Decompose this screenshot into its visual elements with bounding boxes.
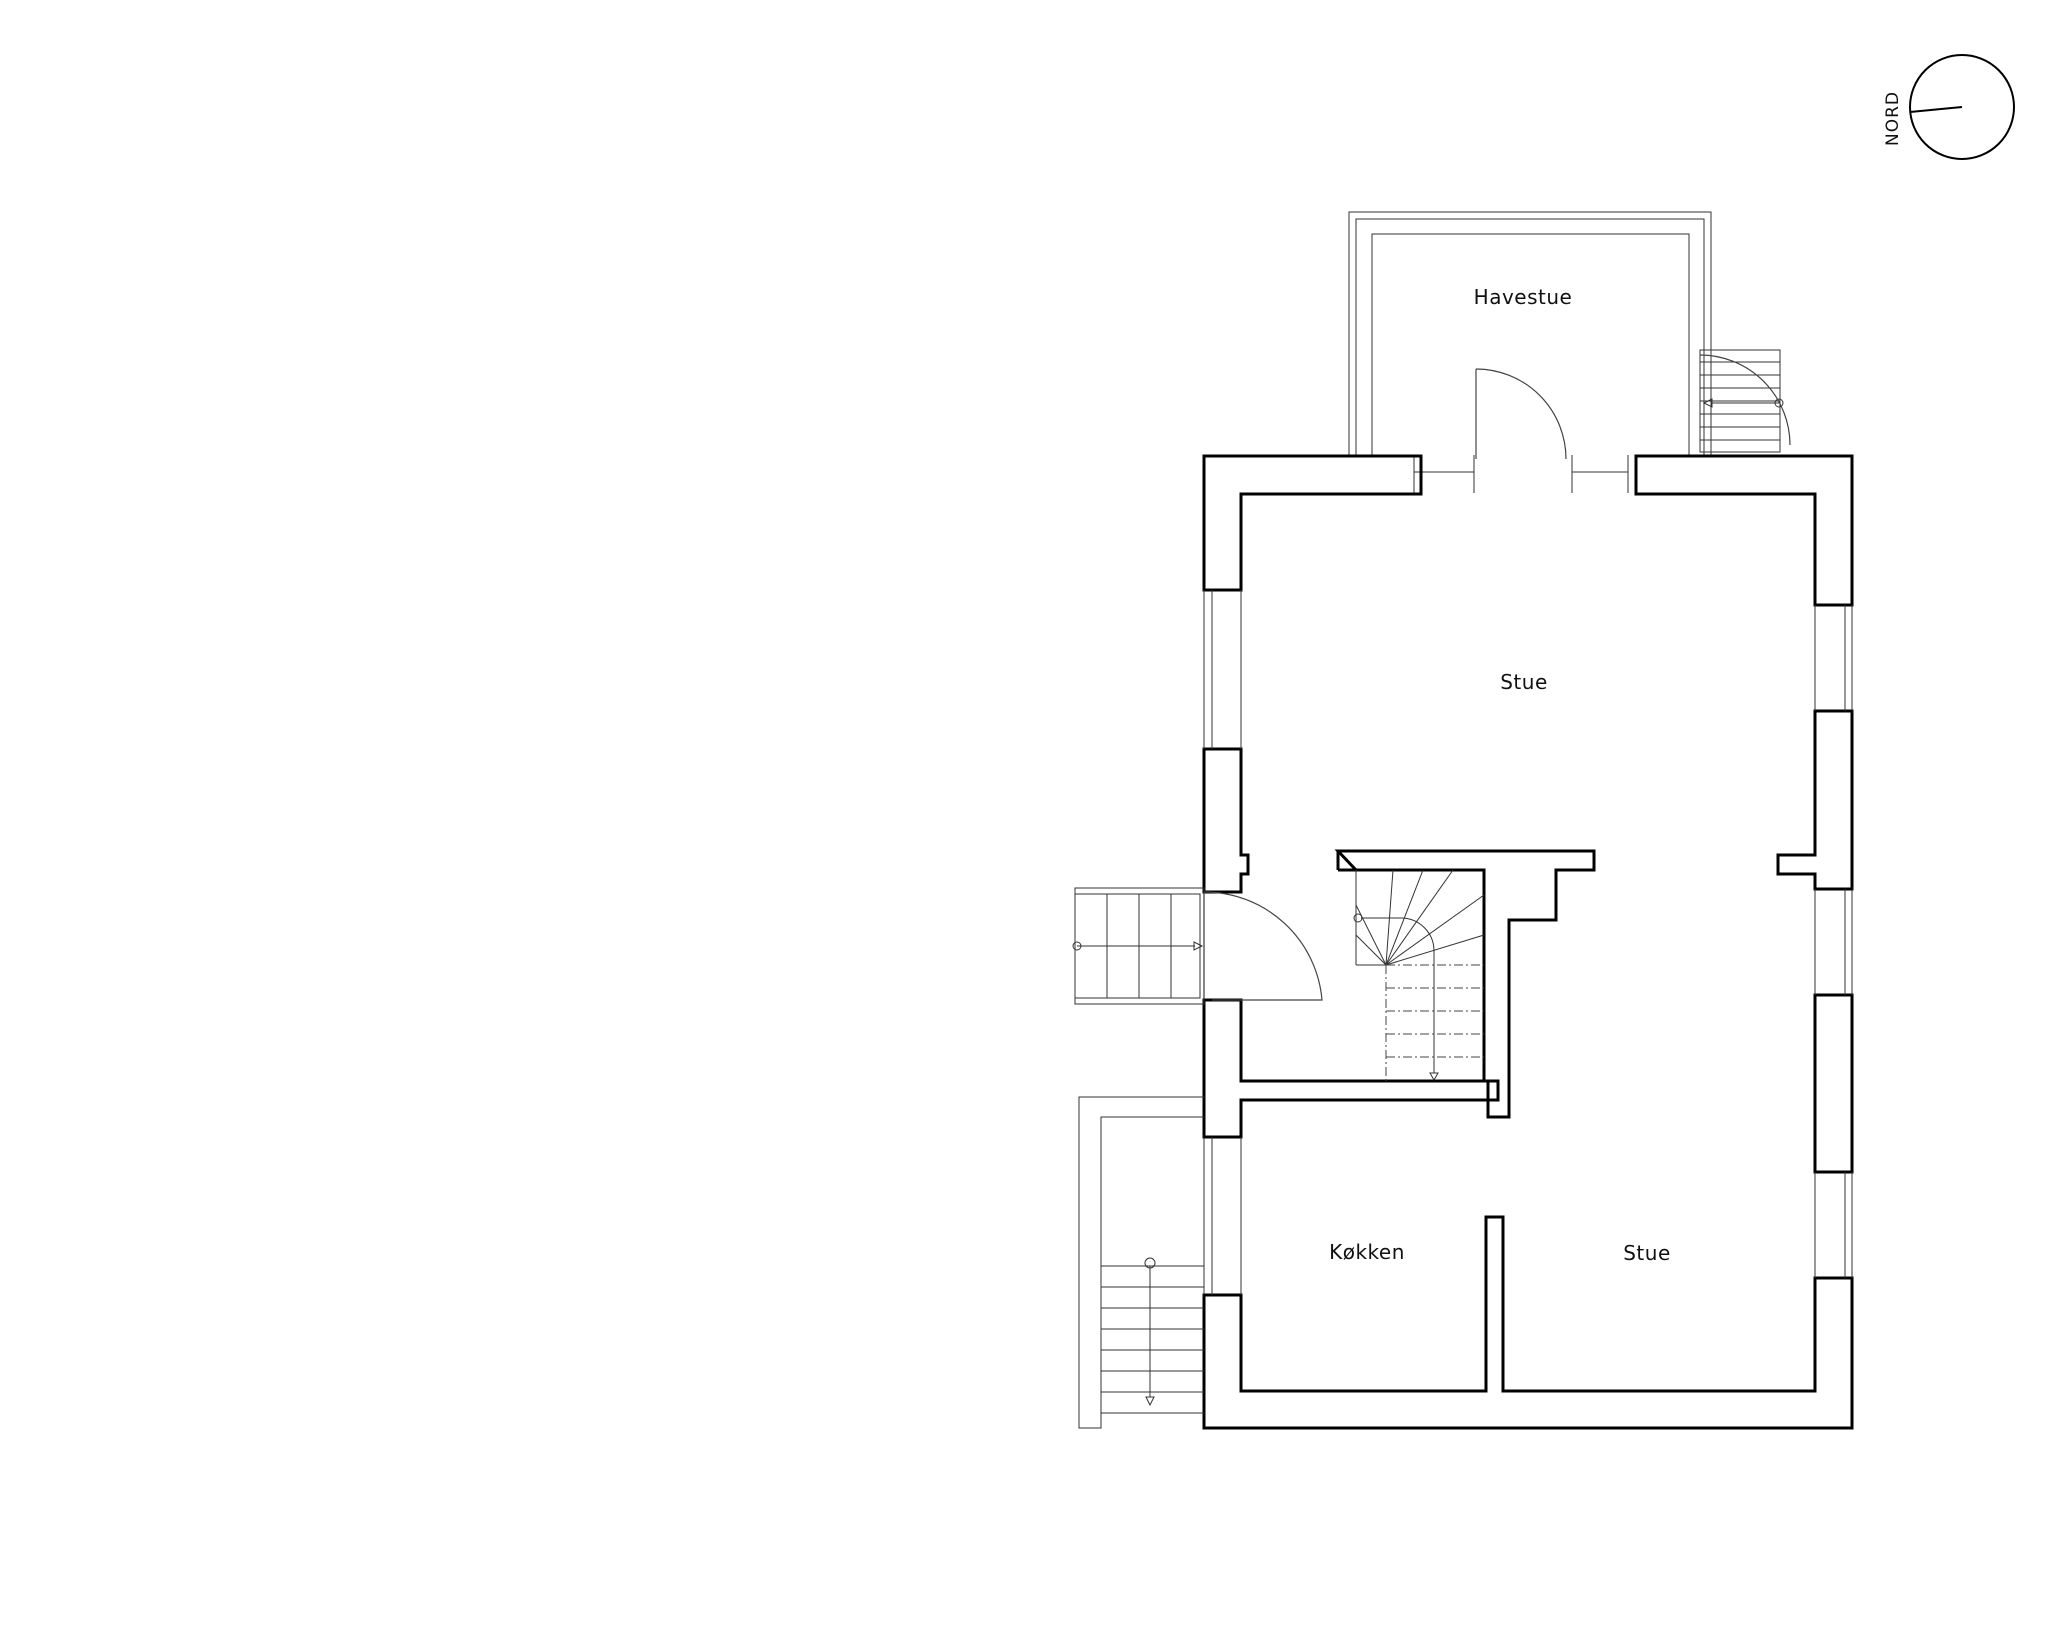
entry-steps <box>1072 887 1205 1005</box>
entry-door <box>1203 891 1323 1001</box>
north-compass: NORD <box>1883 54 2015 160</box>
compass-needle <box>1909 106 1963 113</box>
room-label-stue-upper: Stue <box>1500 670 1548 694</box>
compass-circle <box>1909 54 2015 160</box>
windows <box>1203 590 1853 1295</box>
havestue-door <box>1475 368 1567 460</box>
room-label-havestue: Havestue <box>1474 285 1573 309</box>
room-label-kokken: Køkken <box>1329 1240 1405 1264</box>
compass-label: NORD <box>1883 91 1903 146</box>
room-label-stue-lower: Stue <box>1623 1241 1671 1265</box>
basement-stair <box>1078 1096 1204 1429</box>
side-steps-north <box>1699 349 1791 453</box>
interior-stair-walls <box>1334 849 1596 1119</box>
havestue-outline <box>1348 211 1712 493</box>
interior-staircase <box>1353 869 1485 1082</box>
